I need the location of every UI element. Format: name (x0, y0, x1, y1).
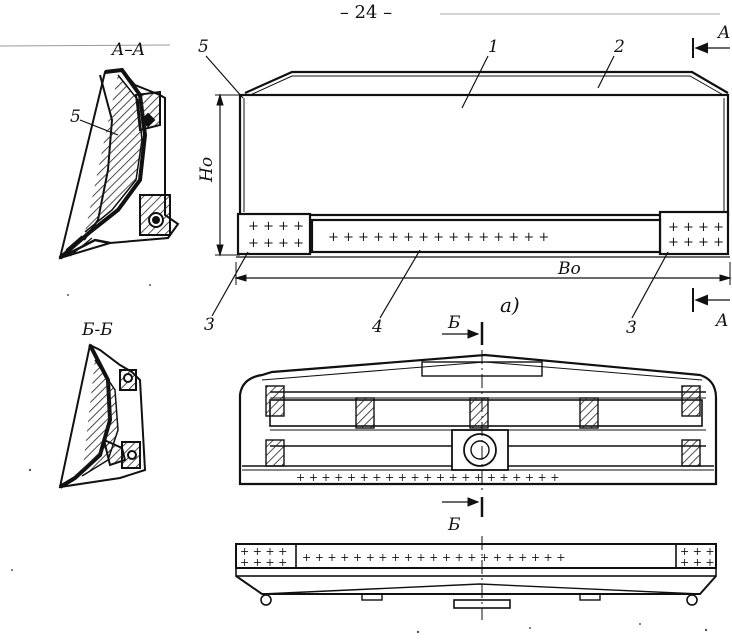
callout-4: 4 (371, 317, 383, 337)
dimension-height-label: Hо (197, 157, 217, 183)
leader-line (461, 55, 489, 109)
leader-line (379, 249, 421, 319)
section-a-label-top: A (716, 23, 730, 43)
bolt-row-side-right: + + + + + + + + (668, 220, 724, 250)
section-arrow-a-bottom (692, 288, 730, 312)
svg-text:+ + + + + + + + + +: + + + + + + + + + + + + + + + (328, 230, 549, 245)
page-number: – 24 – (340, 2, 392, 23)
bolt-row-bottom: + + + + + + + + + + + + + + + + + + + + … (240, 545, 715, 569)
scan-line (0, 44, 171, 47)
callout-2: 2 (613, 37, 625, 57)
svg-text:+ + +: + + + (680, 545, 715, 558)
dimension-width (234, 262, 732, 285)
leader-line (211, 251, 249, 317)
svg-text:+ + + + + + + + + +: + + + + + + + + + + + + + + + + + + + + … (302, 551, 565, 564)
svg-text:+ + + +: + + + + (248, 219, 304, 234)
callout-5-top: 5 (198, 37, 209, 57)
bottom-view (235, 536, 717, 620)
plan-view (238, 353, 718, 486)
section-bb-profile (58, 343, 147, 489)
section-aa-title: A–A (110, 40, 145, 60)
svg-text:+ + + +: + + + + (668, 220, 724, 235)
subfigure-label: а) (500, 293, 520, 317)
section-aa-profile (58, 67, 180, 260)
svg-text:+ + + +: + + + + (240, 556, 287, 569)
svg-text:+ + + + + + + + + +: + + + + + + + + + + + + + + + + + + + + … (296, 471, 559, 484)
svg-text:+ + + +: + + + + (240, 545, 287, 558)
leader-line (205, 55, 244, 99)
section-arrow-a-top (692, 38, 730, 58)
section-b-label-bottom: Б (447, 515, 461, 535)
section-a-label-bottom: A (714, 311, 728, 331)
bolt-row-plan: + + + + + + + + + + + + + + + + + + + + … (296, 471, 559, 484)
leader-line (597, 55, 615, 89)
scan-specks (11, 284, 708, 634)
dimension-width-label: Bо (557, 259, 581, 279)
bolt-row-center: + + + + + + + + + + + + + + + (328, 230, 549, 245)
callout-3-left: 3 (204, 315, 215, 335)
leader-line (631, 251, 669, 319)
svg-text:+ + + +: + + + + (668, 235, 724, 250)
leader-line (79, 119, 119, 136)
front-elevation (236, 70, 730, 258)
callout-3-right: 3 (626, 318, 637, 338)
svg-text:+ + + +: + + + + (248, 236, 304, 251)
section-b-label-top: Б (447, 313, 461, 333)
svg-text:+ + +: + + + (680, 556, 715, 569)
callout-5-left: 5 (70, 107, 81, 127)
section-bb-title: Б-Б (81, 320, 113, 340)
bolt-row-side-left: + + + + + + + + (248, 219, 304, 251)
callout-1: 1 (488, 37, 499, 57)
section-line-bb (442, 322, 484, 517)
